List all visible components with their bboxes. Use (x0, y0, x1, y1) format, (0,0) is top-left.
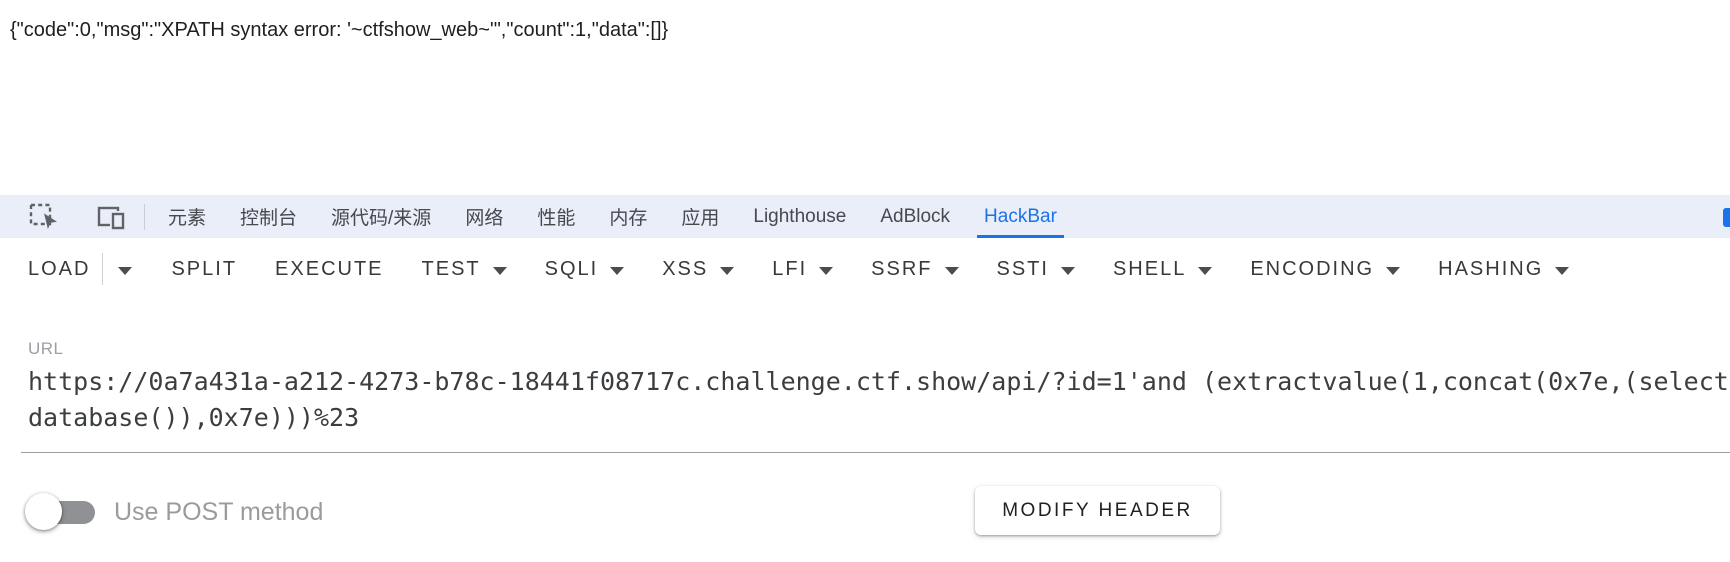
json-response-text: {"code":0,"msg":"XPATH syntax error: '~c… (10, 19, 669, 41)
tab-lighthouse[interactable]: Lighthouse (753, 205, 847, 227)
devtools-tab-bar: 元素 控制台 源代码/来源 网络 性能 内存 应用 Lighthouse AdB… (0, 195, 1730, 238)
xss-menu[interactable]: XSS (662, 257, 735, 281)
hashing-menu-label: HASHING (1438, 257, 1544, 280)
sqli-menu-label: SQLI (544, 257, 599, 280)
chevron-down-icon (1060, 266, 1075, 275)
modify-header-button[interactable]: MODIFY HEADER (975, 486, 1220, 535)
load-dropdown-button[interactable] (103, 264, 147, 275)
tab-adblock[interactable]: AdBlock (880, 205, 951, 227)
toggle-device-toolbar-button[interactable] (90, 195, 134, 238)
chevron-down-icon (1555, 266, 1570, 275)
devtools-tabs: 元素 控制台 源代码/来源 网络 性能 内存 应用 Lighthouse AdB… (151, 195, 1074, 238)
inspect-element-button[interactable] (22, 195, 66, 238)
chevron-down-icon (610, 266, 625, 275)
tab-hackbar[interactable]: HackBar (967, 195, 1074, 238)
tab-sources[interactable]: 源代码/来源 (331, 208, 432, 229)
chevron-down-icon (1198, 266, 1213, 275)
load-button-divider (102, 253, 104, 285)
lfi-menu-label: LFI (772, 257, 808, 280)
test-menu[interactable]: TEST (422, 258, 507, 281)
chevron-down-icon (944, 266, 959, 275)
encoding-menu-label: ENCODING (1250, 257, 1375, 280)
chevron-down-icon (720, 266, 735, 275)
execute-button[interactable]: EXECUTE (275, 257, 384, 280)
tab-memory[interactable]: 内存 (609, 208, 648, 229)
xss-menu-label: XSS (662, 257, 709, 280)
lfi-menu[interactable]: LFI (772, 257, 834, 281)
post-method-toggle-label: Use POST method (114, 498, 324, 526)
sqli-menu[interactable]: SQLI (545, 258, 625, 281)
ssti-menu-label: SSTI (996, 257, 1049, 280)
url-input[interactable]: https://0a7a431a-a212-4273-b78c-18441f08… (28, 367, 1729, 432)
split-button[interactable]: SPLIT (171, 257, 238, 280)
ssti-menu[interactable]: SSTI (997, 258, 1075, 281)
ssrf-menu-label: SSRF (871, 257, 933, 280)
tab-network[interactable]: 网络 (465, 208, 504, 229)
encoding-menu[interactable]: ENCODING (1250, 257, 1401, 281)
ssrf-menu[interactable]: SSRF (871, 257, 959, 281)
hashing-menu[interactable]: HASHING (1438, 257, 1570, 281)
toolbar-divider (144, 203, 145, 230)
toggle-device-toolbar-icon (97, 206, 126, 231)
tab-performance[interactable]: 性能 (537, 208, 576, 229)
chevron-down-icon (492, 266, 507, 275)
url-field-label: URL (28, 339, 64, 358)
inspect-element-icon (29, 203, 57, 229)
load-button[interactable]: LOAD (28, 257, 91, 280)
shell-menu[interactable]: SHELL (1112, 257, 1213, 281)
toggle-knob[interactable] (25, 493, 62, 530)
tab-elements[interactable]: 元素 (168, 208, 207, 229)
chevron-down-icon (118, 266, 133, 275)
tab-console[interactable]: 控制台 (240, 208, 298, 229)
test-menu-label: TEST (421, 257, 481, 280)
load-split-button-group: LOAD (28, 253, 147, 285)
chevron-down-icon (819, 266, 834, 275)
more-tabs-icon[interactable] (1723, 208, 1730, 227)
url-field-underline (21, 452, 1730, 453)
hackbar-menu-bar: LOAD SPLIT EXECUTE TEST SQLI XSS LFI SSR… (0, 238, 1730, 300)
shell-menu-label: SHELL (1112, 257, 1187, 280)
chevron-down-icon (1386, 266, 1401, 275)
tab-application[interactable]: 应用 (681, 208, 720, 229)
post-method-toggle[interactable] (25, 492, 97, 532)
